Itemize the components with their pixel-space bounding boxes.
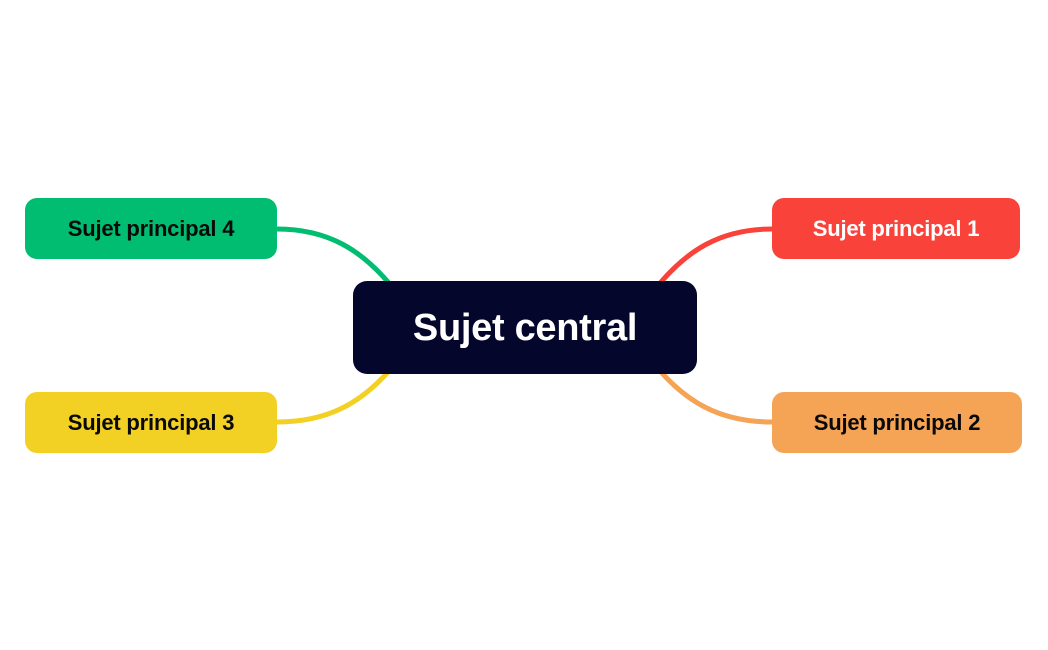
- branch-node-label: Sujet principal 3: [67, 409, 235, 435]
- central-node-label: Sujet central: [412, 306, 638, 349]
- branch-node-sujet-principal-1[interactable]: Sujet principal 1: [772, 198, 1020, 259]
- connector-branch-1: [658, 226, 775, 285]
- branch-node-sujet-principal-4[interactable]: Sujet principal 4: [25, 198, 277, 259]
- branch-node-label: Sujet principal 2: [813, 409, 981, 435]
- connector-branch-4: [274, 226, 391, 285]
- branch-node-label: Sujet principal 1: [812, 215, 980, 241]
- connector-branch-3: [274, 369, 391, 425]
- central-node[interactable]: Sujet central: [353, 281, 697, 374]
- connector-branch-2: [658, 369, 775, 425]
- branch-node-sujet-principal-2[interactable]: Sujet principal 2: [772, 392, 1022, 453]
- branch-node-label: Sujet principal 4: [67, 215, 235, 241]
- branch-node-sujet-principal-3[interactable]: Sujet principal 3: [25, 392, 277, 453]
